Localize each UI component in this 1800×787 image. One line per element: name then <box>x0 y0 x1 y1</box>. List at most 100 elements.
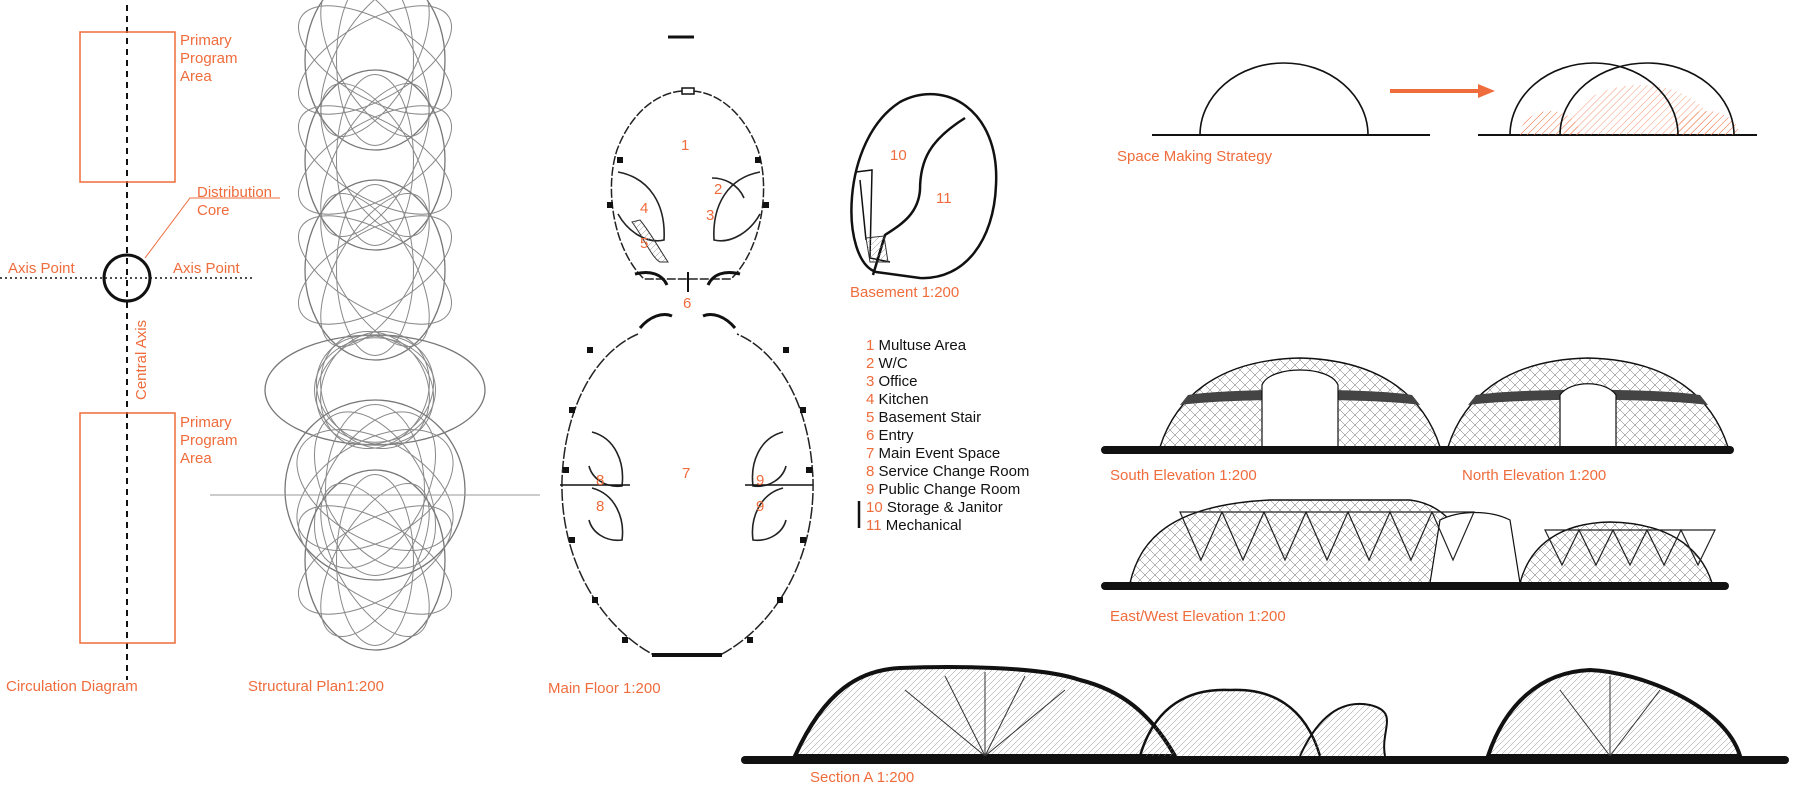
column-tick <box>592 597 598 603</box>
structural-petal <box>320 82 430 238</box>
section-middle-dome <box>1138 688 1322 757</box>
elevation-triangle <box>1646 529 1682 567</box>
structural-petal <box>313 411 437 569</box>
label-line: Primary <box>180 32 232 49</box>
structural-petal <box>315 335 435 445</box>
main-hall-outline <box>561 333 814 655</box>
column-tick <box>747 637 753 643</box>
structural-ring <box>304 69 446 251</box>
section-a <box>741 665 1789 764</box>
legend-label: Service Change Room <box>879 463 1030 480</box>
structural-petal <box>297 5 453 115</box>
label-line: Program <box>180 432 238 449</box>
strategy-caption: Space Making Strategy <box>1117 148 1273 165</box>
room-number-8-lower: 8 <box>596 498 604 515</box>
legend-number: 9 <box>866 481 879 498</box>
column-tick <box>617 157 623 163</box>
legend-label: Storage & Janitor <box>887 499 1003 516</box>
structural-petal <box>314 337 436 443</box>
section-right-dome <box>1485 667 1743 758</box>
legend-number: 11 <box>866 517 886 534</box>
elevation-triangle <box>1263 511 1307 562</box>
legend-item: 4 Kitchen <box>866 391 929 408</box>
legend-number: 10 <box>866 499 887 516</box>
structural-petal <box>336 184 414 356</box>
column-tick <box>607 202 613 208</box>
structural-petal <box>297 215 453 325</box>
distribution-core-leader <box>144 197 280 259</box>
legend-item: 10 Storage & Janitor <box>866 499 1003 516</box>
basement-partition <box>871 116 966 276</box>
structural-petal <box>325 404 425 576</box>
south-north-elevations <box>1101 357 1734 454</box>
structural-petal <box>336 0 414 146</box>
legend-number: 4 <box>866 391 879 408</box>
structural-petal <box>320 482 430 638</box>
structural-plan <box>210 0 540 651</box>
column-tick <box>783 347 789 353</box>
label-line: Program <box>180 50 238 67</box>
basement-plan: 10 11 <box>850 92 998 280</box>
strategy-single-dome <box>1199 62 1369 136</box>
elevation-triangle <box>1431 511 1475 562</box>
north-elevation-caption: North Elevation 1:200 <box>1462 467 1606 484</box>
room-number-7: 7 <box>682 465 690 482</box>
legend-label: Mechanical <box>886 517 962 534</box>
label-line: Primary <box>180 414 232 431</box>
elevation-triangle <box>1544 529 1580 567</box>
south-elevation-door <box>1261 369 1339 448</box>
legend-item: 5 Basement Stair <box>866 409 981 426</box>
basement-caption: Basement 1:200 <box>850 284 959 301</box>
legend-label: Multuse Area <box>879 337 967 354</box>
legend-item: 1 Multuse Area <box>866 337 967 354</box>
column-tick <box>800 407 806 413</box>
east-west-triangle-pattern <box>1179 511 1716 567</box>
strategy-hatch-left <box>1520 111 1580 135</box>
basement-outline <box>850 92 998 280</box>
room-9-walls <box>751 431 787 542</box>
elevation-triangle <box>1389 511 1433 562</box>
room-number-9-upper: 9 <box>756 472 764 489</box>
column-tick <box>777 597 783 603</box>
structural-petal <box>297 505 453 615</box>
north-elevation-opening <box>1559 383 1617 448</box>
structural-petal <box>320 330 430 450</box>
axis-point-circle <box>102 253 152 303</box>
column-tick <box>806 467 812 473</box>
room-number-9-lower: 9 <box>756 498 764 515</box>
elevation-triangle <box>1680 529 1716 567</box>
basement-stair-hatch <box>865 235 889 263</box>
structural-petal <box>297 105 453 215</box>
room-8-walls <box>588 431 624 542</box>
label-line: Core <box>197 202 230 219</box>
room-number-5: 5 <box>640 235 648 252</box>
structural-ring <box>304 0 446 151</box>
strategy-dome-a <box>1509 62 1679 136</box>
structural-petal <box>320 192 430 348</box>
elevation-triangle <box>1179 511 1223 562</box>
strategy-arrow-head <box>1478 84 1495 98</box>
legend-item: 7 Main Event Space <box>866 445 1000 462</box>
legend-label: Main Event Space <box>879 445 1001 462</box>
structural-petals <box>210 0 540 651</box>
room-number-10: 10 <box>890 147 907 164</box>
skylight-mark <box>681 87 695 95</box>
room-number-1: 1 <box>681 137 689 154</box>
legend-number: 7 <box>866 445 879 462</box>
structural-petal <box>297 5 453 115</box>
primary-program-area-bottom <box>79 412 176 644</box>
main-floor-plan: 1 2 3 4 5 6 7 8 8 9 9 <box>560 35 814 657</box>
structural-petal <box>320 330 430 450</box>
section-side-dome <box>1299 703 1388 757</box>
structural-petal <box>320 192 430 348</box>
legend-label: Office <box>879 373 918 390</box>
structural-petal <box>313 411 437 569</box>
east-west-small-dome <box>1519 521 1713 584</box>
structural-ring <box>304 179 446 361</box>
legend-label: Public Change Room <box>879 481 1021 498</box>
label-line: Distribution <box>197 184 272 201</box>
legend-label: W/C <box>879 355 908 372</box>
